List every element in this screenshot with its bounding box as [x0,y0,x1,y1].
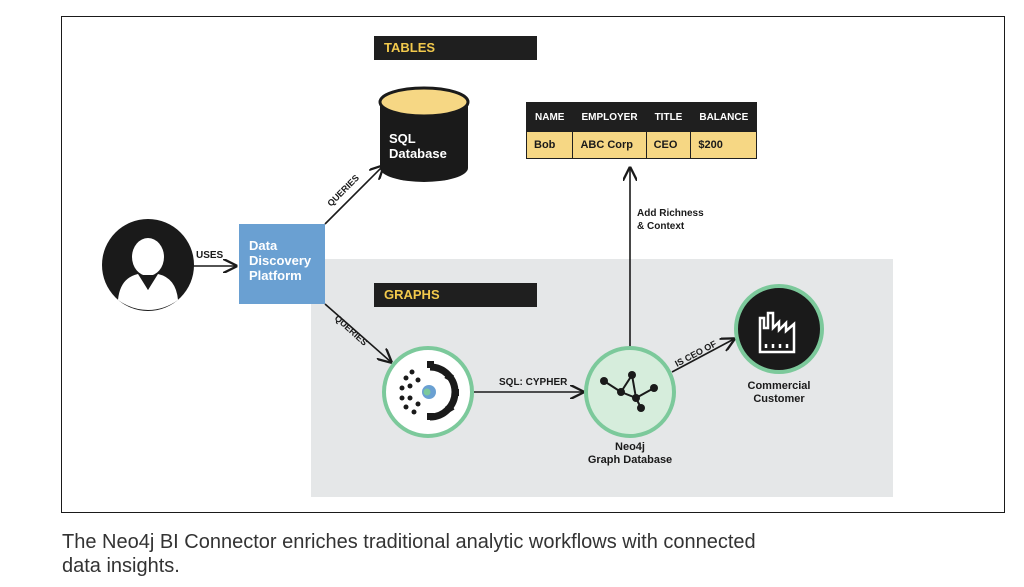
uses-label: USES [196,250,224,261]
column-header: TITLE [645,102,692,132]
user-icon [102,219,194,311]
queries-bottom-arrow [324,303,391,362]
bi-connector-icon [382,346,474,438]
neo4j-node-label: Neo4j Graph Database [587,441,673,466]
column-header: BALANCE [690,102,758,132]
table-cell: $200 [690,131,758,159]
graphs-band: GRAPHS [374,283,537,307]
sql-database-label: SQL Database [389,131,447,161]
table-cell: CEO [645,131,692,159]
column-header: NAME [525,102,574,132]
table-row: Bob ABC Corp CEO $200 [525,131,758,159]
neo4j-graph-icon [584,346,676,438]
queries-top-label: QUERIES [325,173,361,209]
tables-band: TABLES [374,36,537,60]
sql-database-icon [378,86,470,182]
queries-bottom-label: QUERIES [333,313,370,348]
is-ceo-of-arrow [671,339,734,373]
queries-top-arrow [324,166,383,225]
add-richness-label: Add Richness & Context [637,208,704,232]
data-discovery-platform: Data Discovery Platform [239,224,325,304]
table-header-row: NAME EMPLOYER TITLE BALANCE [525,102,758,132]
column-header: EMPLOYER [572,102,647,132]
factory-icon [734,284,824,374]
sql-cypher-label: SQL: CYPHER [499,377,568,388]
is-ceo-of-label: IS CEO OF [673,338,718,368]
table-cell: Bob [525,131,574,159]
customer-node-label: Commercial Customer [747,380,811,405]
figure-caption: The Neo4j BI Connector enriches traditio… [62,531,756,577]
records-table: NAME EMPLOYER TITLE BALANCE Bob ABC Corp… [525,102,758,159]
table-cell: ABC Corp [572,131,647,159]
